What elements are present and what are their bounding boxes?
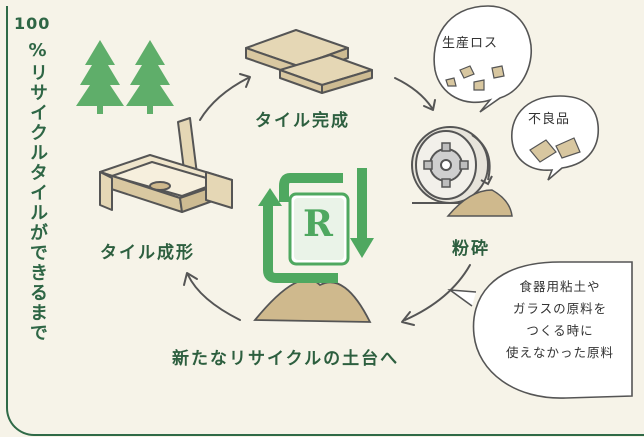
cycle-arrows xyxy=(183,73,471,326)
logo-letter: R xyxy=(303,203,333,245)
label-tile-forming: タイル成形 xyxy=(100,243,195,263)
bubble-raw-material xyxy=(447,261,633,399)
frame-border xyxy=(6,6,644,436)
tile-mold-icon xyxy=(99,117,233,213)
raw-material-line: 使えなかった原料 xyxy=(505,345,614,360)
bubble-defective-text: 不良品 xyxy=(528,112,571,127)
title-number: 100 xyxy=(14,14,51,33)
bubble-loss xyxy=(433,5,532,113)
bubble-raw-material-text: 食器用粘土や ガラスの原料を つくる時に 使えなかった原料 xyxy=(490,276,630,364)
tile-stack-icon xyxy=(245,29,373,94)
raw-material-line: つくる時に xyxy=(526,323,594,338)
bubble-defective xyxy=(511,95,600,181)
sand-pile-icon xyxy=(253,278,372,323)
raw-material-line: 食器用粘土や xyxy=(519,279,601,294)
vertical-title: %リサイクルタイルができるまで xyxy=(27,40,48,343)
bubble-loss-text: 生産ロス xyxy=(442,36,499,51)
raw-material-line: ガラスの原料を xyxy=(512,301,608,316)
label-tile-complete: タイル完成 xyxy=(255,111,350,131)
label-crushing: 粉砕 xyxy=(452,239,490,259)
recycle-logo xyxy=(258,168,374,283)
tree-icon xyxy=(126,40,174,114)
label-new-base: 新たなリサイクルの土台へ xyxy=(172,349,400,369)
tree-icon xyxy=(76,40,124,114)
powder-pile-icon xyxy=(446,189,513,217)
crusher-icon xyxy=(411,126,493,204)
